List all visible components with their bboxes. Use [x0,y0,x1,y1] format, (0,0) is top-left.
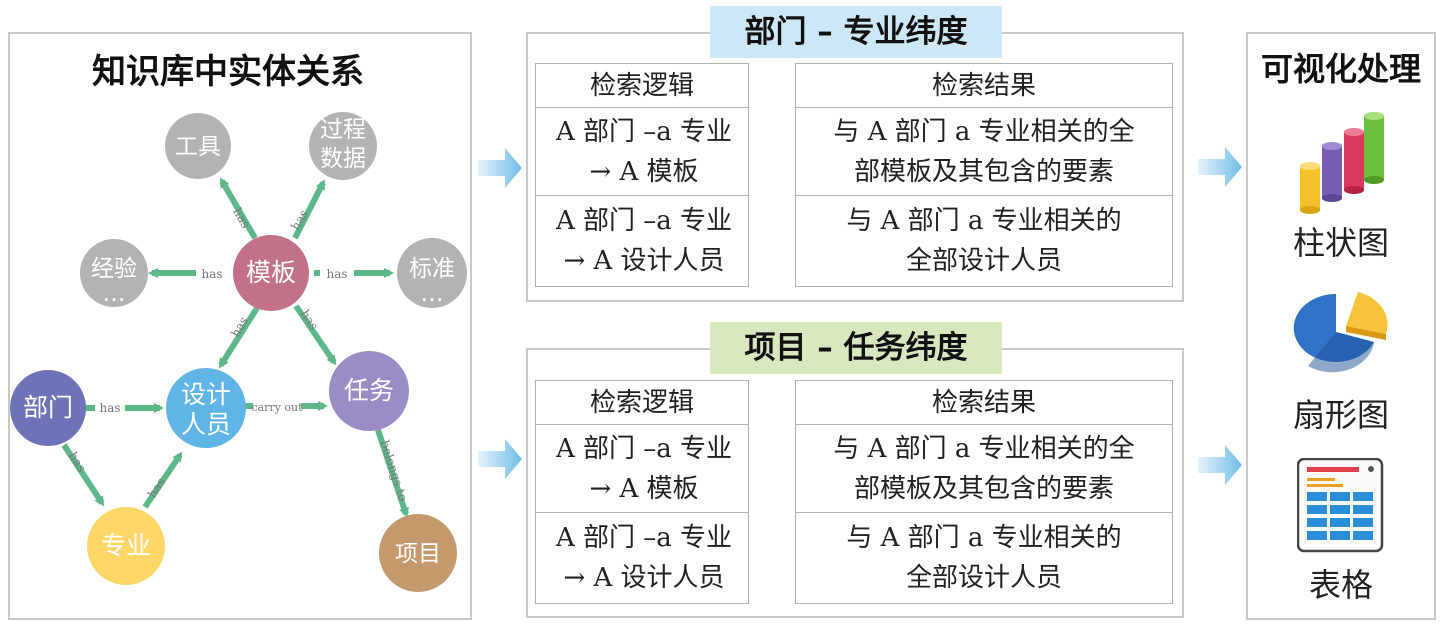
edge-template-task [293,304,337,366]
svg-text:部门: 部门 [23,393,73,422]
edge-template-process [292,179,326,240]
node-project: 项目 [379,514,457,592]
edge-label-has: has [201,267,222,281]
edge-task-project [375,429,409,518]
search-logic-cell: A 部门 –a 专业→ A 模板 [535,424,749,514]
edge-department-major [61,443,105,507]
node-major: 专业 [87,507,165,585]
search-logic-cell: A 部门 –a 专业→ A 模板 [535,107,749,197]
svg-text:人员: 人员 [181,410,231,439]
node-template: 模板 [233,235,309,311]
table-icon [1297,458,1384,553]
svg-text:标准: 标准 [409,256,455,282]
node-standard: 标准 … [397,238,467,308]
edge-label-carry-out: carry out [251,401,303,414]
search-logic-cell: A 部门 –a 专业→ A 设计人员 [535,512,749,604]
node-task: 任务 [329,351,409,431]
svg-text:专业: 专业 [101,531,151,560]
edge-label-has: has [99,401,120,415]
edge-label-belongs-to: belongs to [377,439,410,504]
section-project-task-title: 项目 – 任务纬度 [710,322,1002,374]
flow-arrow-right-top [1198,147,1242,187]
flow-arrow-left-bottom [478,439,522,479]
svg-text:过程: 过程 [320,117,366,143]
edge-major-designer [142,451,183,509]
svg-text:…: … [103,281,126,307]
flow-arrow-left-top [478,148,522,188]
edge-template-tool [219,177,258,240]
visualization-title: 可视化处理 [1260,50,1421,88]
node-tool: 工具 [165,113,231,179]
search-logic-cell: A 部门 –a 专业→ A 设计人员 [535,195,749,287]
node-department: 部门 [10,370,86,446]
svg-text:经验: 经验 [91,256,137,282]
svg-text:…: … [421,281,444,307]
node-process-data: 过程 数据 [309,112,377,180]
section-dept-major-title: 部门 – 专业纬度 [710,6,1002,58]
pie-chart-icon [1293,292,1388,373]
edge-label-has: has [326,267,347,281]
svg-text:数据: 数据 [320,146,366,172]
svg-text:项目: 项目 [395,541,441,567]
svg-text:工具: 工具 [175,134,221,160]
edge-template-designer [218,306,260,369]
bar-chart-icon [1300,112,1384,214]
svg-text:任务: 任务 [344,376,394,405]
svg-text:设计: 设计 [181,380,231,409]
search-result-cell: 与 A 部门 a 专业相关的全部模板及其包含的要素 [795,424,1173,514]
header-search-logic: 检索逻辑 [535,63,749,109]
header-search-logic: 检索逻辑 [535,380,749,426]
bar-chart-label: 柱状图 [1292,224,1389,262]
node-experience: 经验 … [80,239,148,307]
header-search-result: 检索结果 [795,380,1173,426]
flow-arrow-right-bottom [1198,445,1242,485]
search-result-cell: 与 A 部门 a 专业相关的全部设计人员 [795,195,1173,287]
svg-text:模板: 模板 [246,258,296,287]
entity-relation-title: 知识库中实体关系 [92,52,364,92]
pie-chart-label: 扇形图 [1292,396,1389,434]
search-result-cell: 与 A 部门 a 专业相关的全部模板及其包含的要素 [795,107,1173,197]
table-label: 表格 [1308,566,1373,604]
header-search-result: 检索结果 [795,63,1173,109]
node-designer: 设计 人员 [166,368,246,448]
search-result-cell: 与 A 部门 a 专业相关的全部设计人员 [795,512,1173,604]
